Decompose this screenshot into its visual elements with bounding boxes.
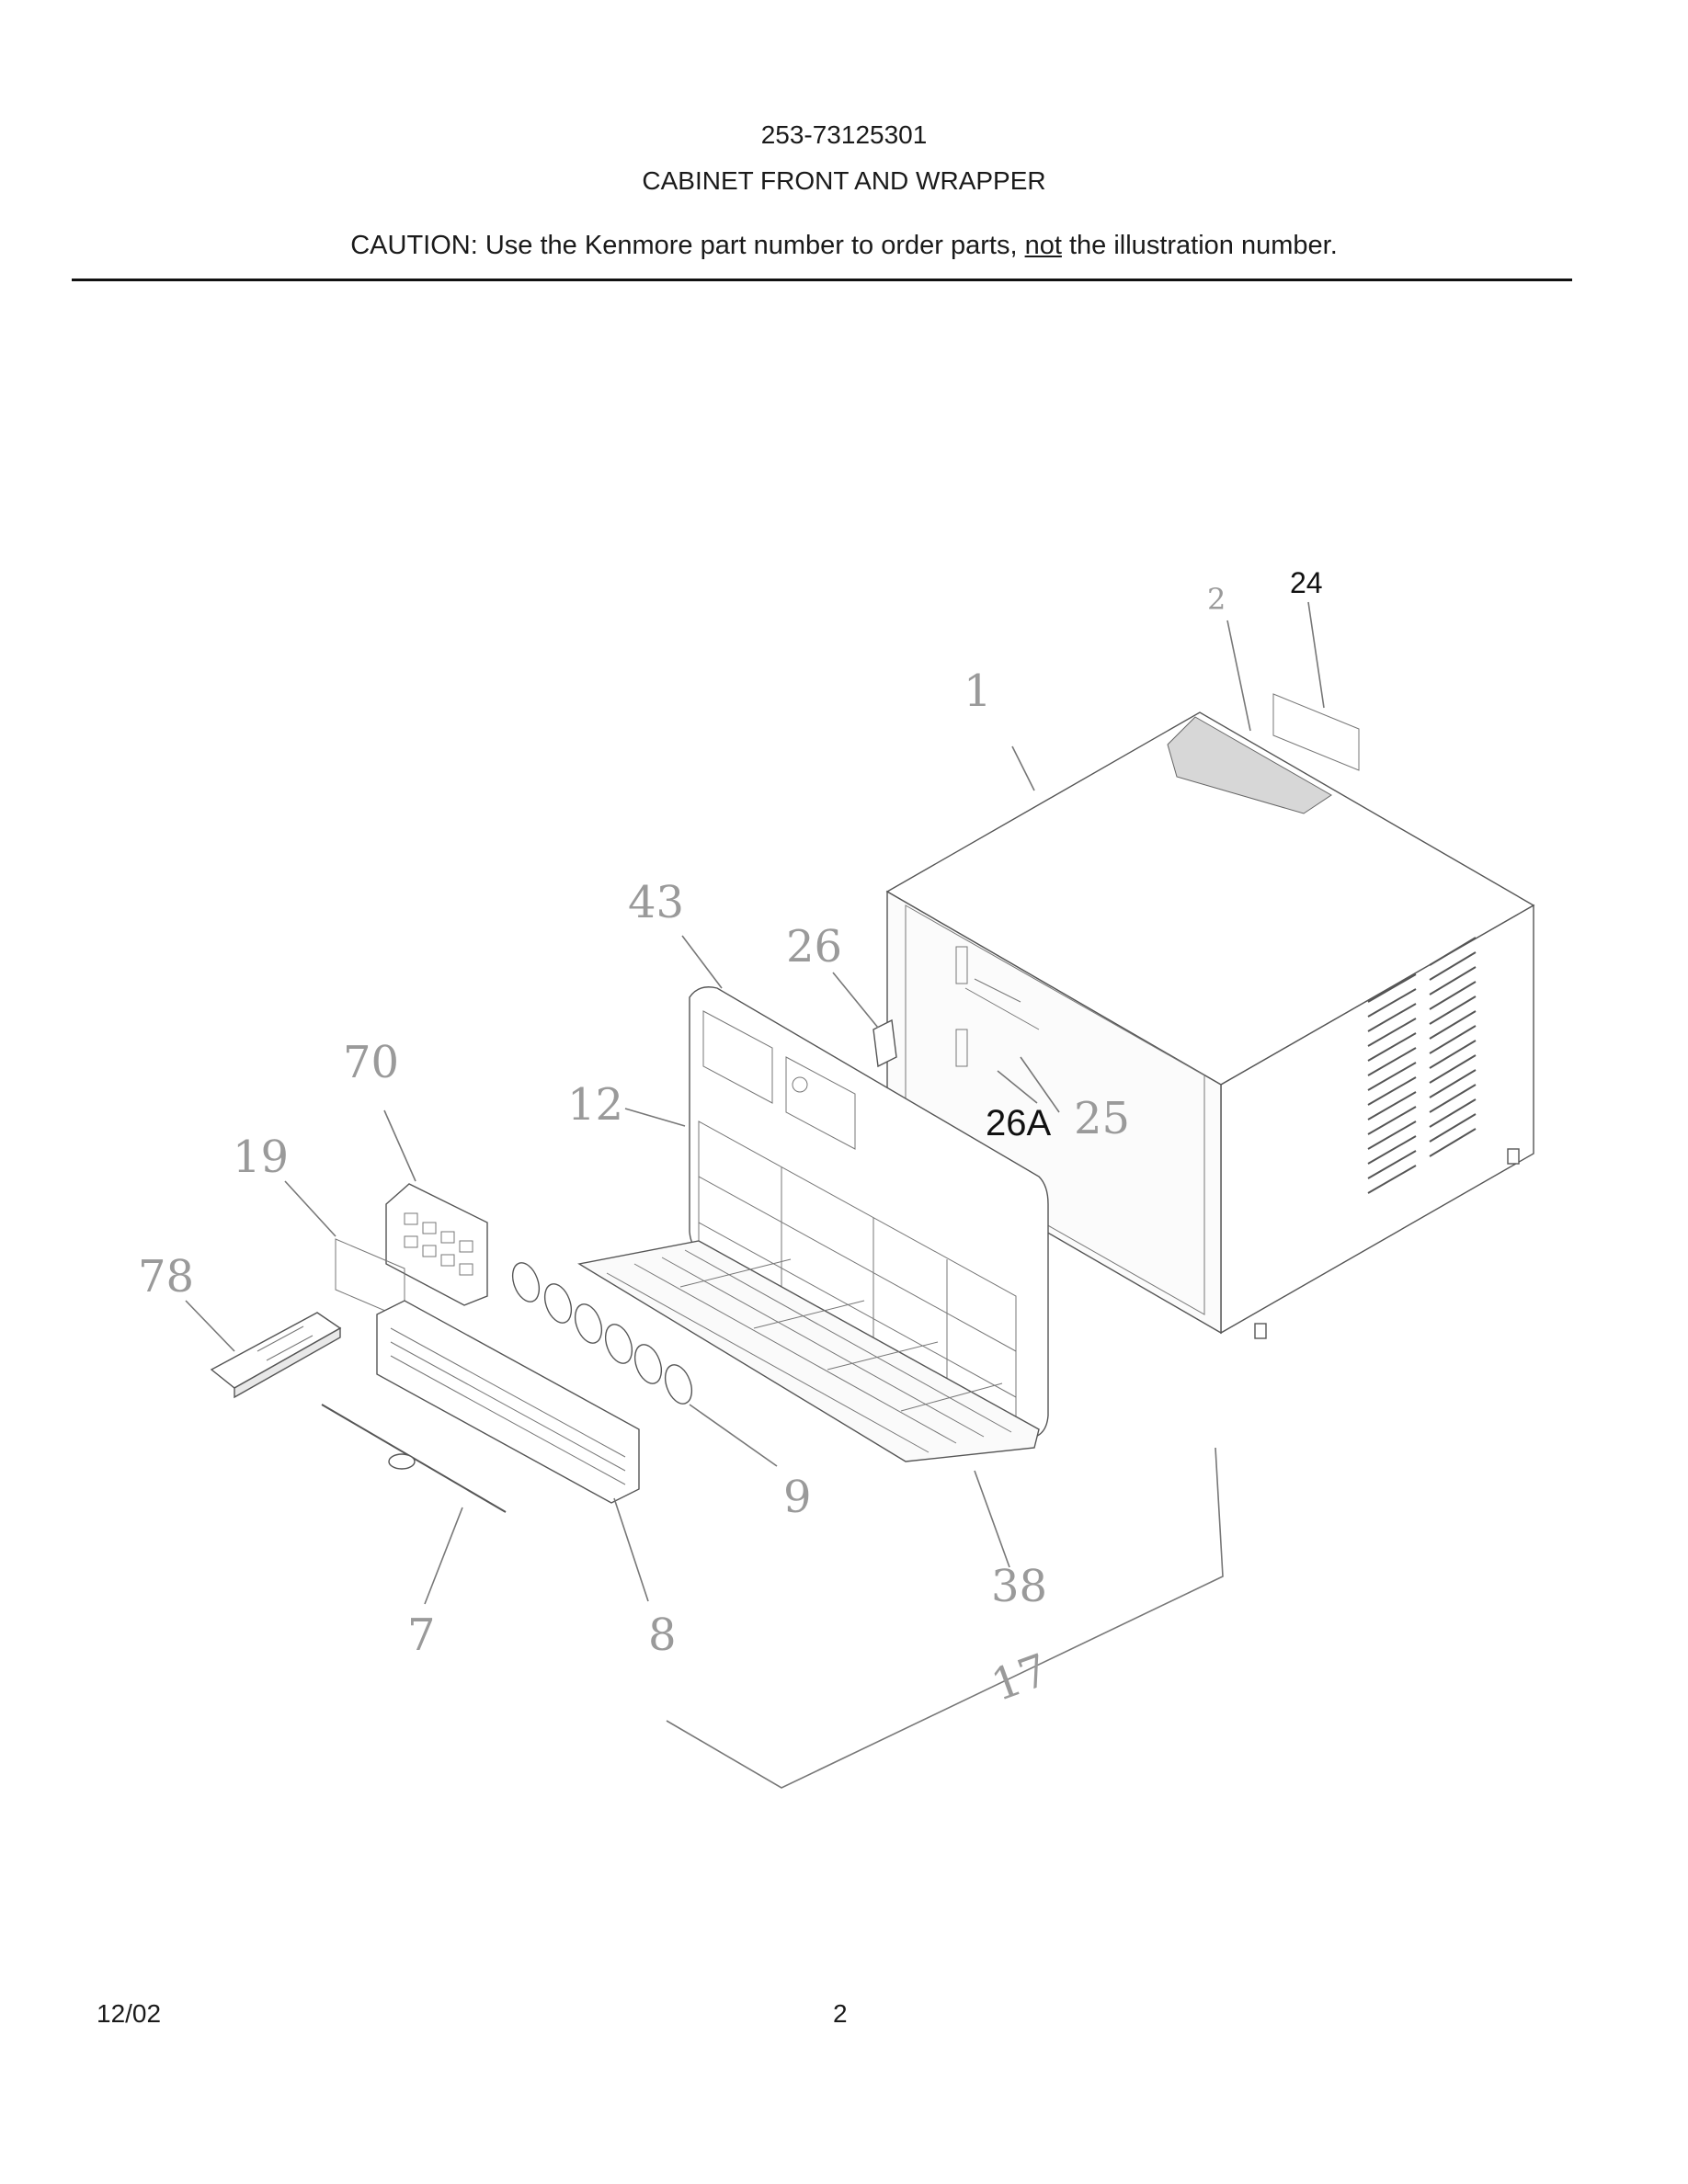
callout-12: 12 <box>567 1079 623 1131</box>
remote-control <box>210 1312 342 1399</box>
leader-lines <box>185 601 1325 1605</box>
trim-strip <box>321 1404 507 1513</box>
label-part <box>1272 693 1360 771</box>
caution-prefix: CAUTION: Use the Kenmore part number to … <box>350 231 1018 260</box>
callout-78: 78 <box>138 1251 194 1302</box>
callout-7: 7 <box>407 1610 436 1661</box>
footer-date: 12/02 <box>97 1999 162 2028</box>
callout-25: 25 <box>1074 1093 1130 1144</box>
section-title: CABINET FRONT AND WRAPPER <box>642 166 1046 195</box>
footer-page-number: 2 <box>833 1999 848 2028</box>
callout-2: 2 <box>1207 582 1226 617</box>
callout-17: 17 <box>985 1644 1055 1712</box>
caution-emphasis: not <box>1024 231 1062 260</box>
front-grille <box>577 1240 1040 1462</box>
control-panel <box>385 1183 488 1306</box>
caution-note: CAUTION: Use the Kenmore part number to … <box>0 230 1688 261</box>
cabinet-wrapper <box>885 711 1535 1339</box>
callout-38: 38 <box>991 1561 1047 1612</box>
callout-8: 8 <box>648 1610 677 1661</box>
louver-knobs <box>511 1262 693 1405</box>
mounting-bracket <box>873 1018 897 1068</box>
model-number: 253-73125301 <box>760 120 928 149</box>
callout-43: 43 <box>628 877 684 928</box>
callout-24: 24 <box>1290 566 1323 599</box>
callout-1: 1 <box>964 665 992 717</box>
callout-19: 19 <box>233 1132 289 1183</box>
louver-assembly <box>376 1300 640 1504</box>
header-rule <box>72 279 1572 281</box>
assembly-bracket <box>666 1447 1224 1789</box>
callout-70: 70 <box>343 1037 399 1088</box>
callout-26a: 26A <box>986 1103 1051 1143</box>
callout-26: 26 <box>786 921 842 973</box>
callout-9: 9 <box>783 1472 812 1523</box>
caution-suffix: the illustration number. <box>1068 231 1338 260</box>
